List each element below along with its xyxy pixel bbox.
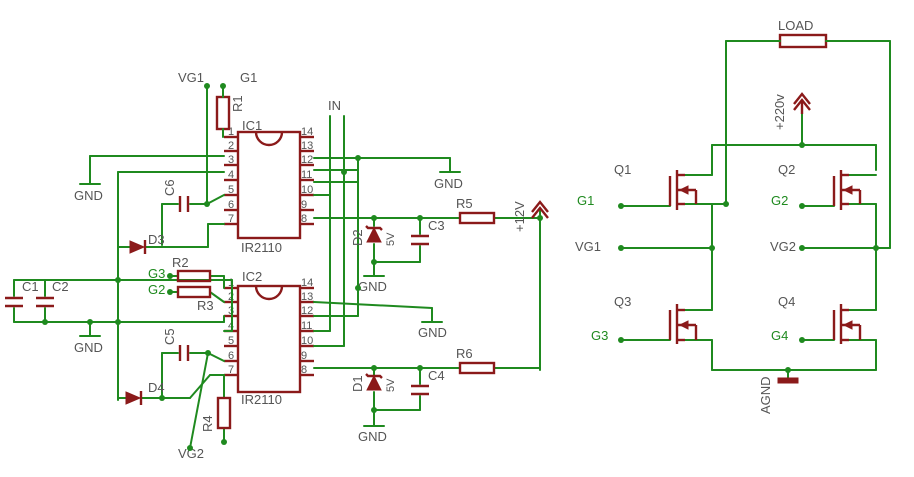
resistors xyxy=(176,211,496,430)
q1-label: Q1 xyxy=(614,162,631,177)
diode-d4 xyxy=(125,391,143,405)
ic1-ref: IC1 xyxy=(242,118,262,133)
r5-label: R5 xyxy=(456,196,473,211)
zener-d2 xyxy=(365,225,383,243)
bridge-g3-label: G3 xyxy=(591,328,608,343)
ic1-pin-10: 10 xyxy=(301,184,313,196)
ic2-pin-14: 14 xyxy=(301,277,313,289)
agnd-symbol xyxy=(777,377,799,384)
plus12v-label: +12V xyxy=(512,201,527,232)
ic1-pin-8: 8 xyxy=(301,213,307,225)
d4-label: D4 xyxy=(148,380,165,395)
ic1-pin-11: 11 xyxy=(301,169,312,181)
c3-label: C3 xyxy=(428,218,445,233)
agnd-label: AGND xyxy=(758,376,773,414)
ic2-pin-8: 8 xyxy=(301,364,307,376)
mosfet-q1 xyxy=(668,170,698,210)
gnd-symbols xyxy=(79,171,461,427)
ic1: IC1 IR2110 1 2 3 4 5 6 7 14 13 12 11 10 … xyxy=(224,118,314,255)
ic2-pin-12: 12 xyxy=(301,305,313,317)
bridge-g2-label: G2 xyxy=(771,193,788,208)
zener-d1 xyxy=(365,373,383,391)
ic2-pin-11: 11 xyxy=(301,320,312,332)
ic1-pin-13: 13 xyxy=(301,140,313,152)
c1-label: C1 xyxy=(22,279,39,294)
label-vg1-top: VG1 xyxy=(178,70,204,85)
d1-value: 5V xyxy=(385,378,397,392)
load-resistor xyxy=(778,33,828,49)
r6-label: R6 xyxy=(456,346,473,361)
ic1-pin-1: 1 xyxy=(228,126,234,138)
gnd-label-2: GND xyxy=(434,176,463,191)
junctions-driver xyxy=(42,83,543,451)
ic1-pin-6: 6 xyxy=(228,199,234,211)
c5-label: C5 xyxy=(162,328,177,345)
ic2-pin-9: 9 xyxy=(301,350,307,362)
resistor-r1: R1 xyxy=(215,95,245,131)
r1-label: R1 xyxy=(230,95,245,112)
plus220v-label: +220v xyxy=(772,94,787,130)
ic2: IC2 IR2110 1 2 3 4 5 6 7 14 13 12 11 10 … xyxy=(224,269,314,407)
ic2-ref: IC2 xyxy=(242,269,262,284)
supply-12v-arrow xyxy=(531,200,549,219)
gnd-label-6: GND xyxy=(358,429,387,444)
r4-label: R4 xyxy=(200,415,215,432)
c4-label: C4 xyxy=(428,368,445,383)
bridge-g1-label: G1 xyxy=(577,193,594,208)
ic2-pin-5: 5 xyxy=(228,335,234,347)
label-g1-top: G1 xyxy=(240,70,257,85)
label-g2: G2 xyxy=(148,282,165,297)
ic1-pin-3: 3 xyxy=(228,154,234,166)
bridge-wires xyxy=(620,40,891,379)
ic1-pin-4: 4 xyxy=(228,169,234,181)
ic1-part: IR2110 xyxy=(241,240,282,255)
bridge-vg2-label: VG2 xyxy=(770,239,796,254)
bridge-vg1-label: VG1 xyxy=(575,239,601,254)
supply-220v-arrow xyxy=(793,92,811,114)
gnd-label-3: GND xyxy=(418,325,447,340)
junctions-bridge xyxy=(618,142,879,373)
ic1-pin-14: 14 xyxy=(301,126,313,138)
label-g3: G3 xyxy=(148,266,165,281)
ic1-pin-7: 7 xyxy=(228,213,234,225)
q4-label: Q4 xyxy=(778,294,795,309)
c2-label: C2 xyxy=(52,279,69,294)
q3-label: Q3 xyxy=(614,294,631,309)
ic2-pin-7: 7 xyxy=(228,364,234,376)
r2-label: R2 xyxy=(172,255,189,270)
gnd-label-1: GND xyxy=(74,188,103,203)
d1-label: D1 xyxy=(350,375,365,392)
ic2-pin-6: 6 xyxy=(228,350,234,362)
ic2-part: IR2110 xyxy=(241,392,282,407)
ic2-pin-10: 10 xyxy=(301,335,313,347)
c6-label: C6 xyxy=(162,179,177,196)
capacitors xyxy=(5,196,429,396)
d2-label: D2 xyxy=(350,229,365,246)
mosfet-q4 xyxy=(832,304,862,344)
label-vg2-bottom: VG2 xyxy=(178,446,204,461)
gnd-label-4: GND xyxy=(74,340,103,355)
d3-label: D3 xyxy=(148,232,165,247)
label-in: IN xyxy=(328,98,341,113)
driver-wires xyxy=(13,85,541,449)
mosfet-q2 xyxy=(832,170,862,210)
ic1-pin-5: 5 xyxy=(228,184,234,196)
d2-value: 5V xyxy=(385,232,397,246)
bridge-g4-label: G4 xyxy=(771,328,788,343)
ic1-pin-12: 12 xyxy=(301,154,313,166)
gnd-label-5: GND xyxy=(358,279,387,294)
ic1-pin-2: 2 xyxy=(228,140,234,152)
q2-label: Q2 xyxy=(778,162,795,177)
load-label: LOAD xyxy=(778,18,813,33)
ic2-pin-13: 13 xyxy=(301,291,313,303)
ic1-pin-9: 9 xyxy=(301,199,307,211)
r3-label: R3 xyxy=(197,298,214,313)
diode-d3 xyxy=(129,240,147,254)
mosfet-q3 xyxy=(668,304,698,344)
